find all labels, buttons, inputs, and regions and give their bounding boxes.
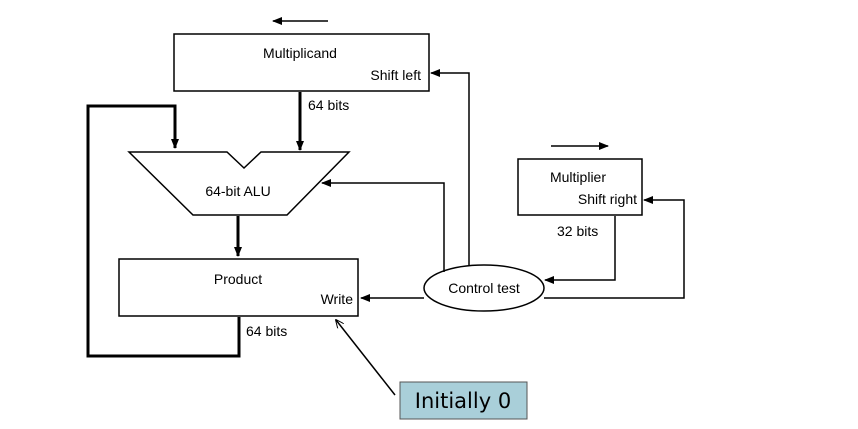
multiplicand-register: [173, 33, 430, 92]
multiplier-title: Multiplier: [550, 169, 606, 185]
control-to-alu: [321, 179, 445, 272]
control-test-label: Control test: [448, 280, 520, 296]
multiplier-bit-to-control: [544, 216, 616, 284]
callout-pointer: [336, 320, 396, 396]
product-feedback-loop: [86, 104, 241, 358]
product-write-label: Write: [321, 291, 354, 307]
control-test-unit: [423, 264, 545, 312]
control-to-multiplier-shift: [544, 196, 685, 299]
multiplier-bus-width: 32 bits: [557, 223, 598, 239]
product-bus-width: 64 bits: [246, 323, 287, 339]
control-to-multiplicand-shift: [430, 69, 470, 265]
alu-label: 64-bit ALU: [205, 183, 270, 199]
multiplicand-shift-left-label: Shift left: [370, 67, 421, 83]
initially-zero-text: Initially 0: [415, 389, 511, 413]
multiplier-register: [517, 158, 643, 216]
product-register: [118, 258, 359, 317]
product-title: Product: [214, 271, 262, 287]
multiplicand-bus-width: 64 bits: [308, 97, 349, 113]
multiplier-shift-right-label: Shift right: [578, 191, 637, 207]
multiplicand-title: Multiplicand: [263, 45, 337, 61]
initially-zero-callout: [399, 381, 528, 420]
alu-shape: [127, 151, 351, 216]
